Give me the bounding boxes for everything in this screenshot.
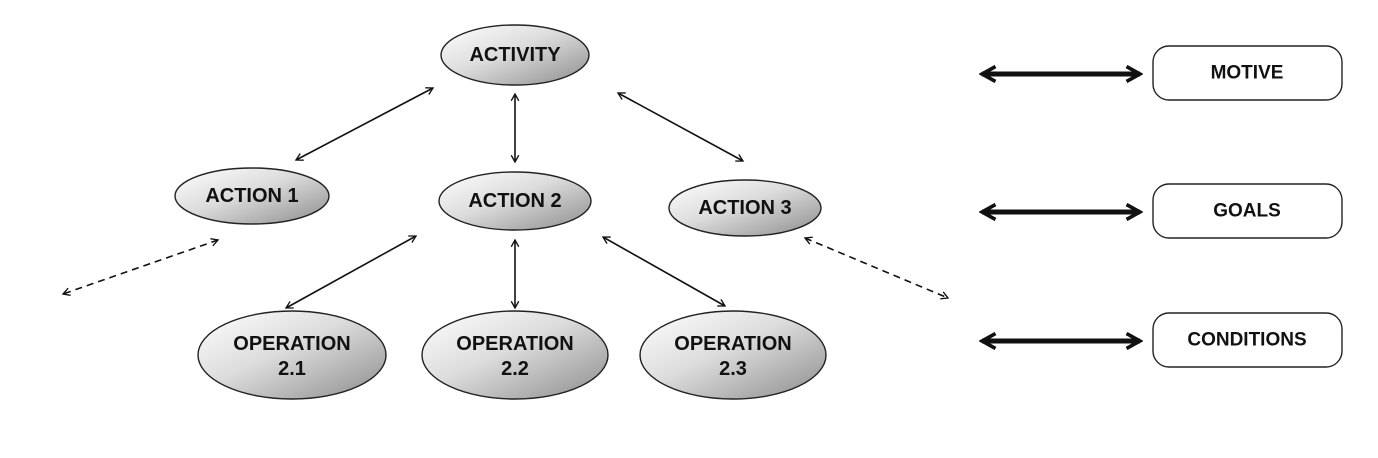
- node-operation-2-3: OPERATION 2.3: [639, 310, 827, 400]
- node-activity: ACTIVITY: [440, 24, 590, 86]
- dashed-arrow-action3-right: [803, 236, 950, 300]
- node-operation-2-2: OPERATION 2.2: [421, 310, 609, 400]
- connector-arrows: [61, 87, 950, 310]
- arrow-activity-action1: [294, 87, 435, 161]
- node-action-1: ACTION 1: [174, 167, 330, 225]
- node-operation-2-1: OPERATION 2.1: [197, 310, 387, 400]
- node-action-1-label: ACTION 1: [205, 185, 298, 207]
- legend-box-conditions: CONDITIONS: [1152, 312, 1343, 368]
- node-operation-2-1-line1: OPERATION: [233, 333, 350, 355]
- node-action-2-label: ACTION 2: [468, 190, 561, 212]
- arrow-activity-action3: [616, 92, 745, 162]
- legend-goals-label: GOALS: [1213, 201, 1281, 222]
- node-operation-2-2-line1: OPERATION: [456, 333, 573, 355]
- node-action-3: ACTION 3: [668, 179, 822, 237]
- node-operation-2-3-line1: OPERATION: [674, 333, 791, 355]
- node-operation-2-3-line2: 2.3: [719, 358, 747, 380]
- arrow-action2-op23: [601, 236, 727, 307]
- legend-box-motive: MOTIVE: [1152, 45, 1343, 101]
- node-operation-2-2-line2: 2.2: [501, 358, 529, 380]
- node-action-3-label: ACTION 3: [698, 197, 791, 219]
- node-action-2: ACTION 2: [438, 171, 592, 231]
- arrow-action2-op21: [284, 235, 418, 309]
- node-operation-2-1-line2: 2.1: [278, 358, 306, 380]
- node-activity-label: ACTIVITY: [469, 44, 561, 66]
- dashed-arrow-action1-left: [61, 238, 220, 296]
- legend: MOTIVE GOALS CONDITIONS: [982, 45, 1343, 368]
- legend-box-goals: GOALS: [1152, 183, 1343, 239]
- legend-motive-label: MOTIVE: [1211, 63, 1284, 84]
- legend-conditions-label: CONDITIONS: [1187, 330, 1306, 351]
